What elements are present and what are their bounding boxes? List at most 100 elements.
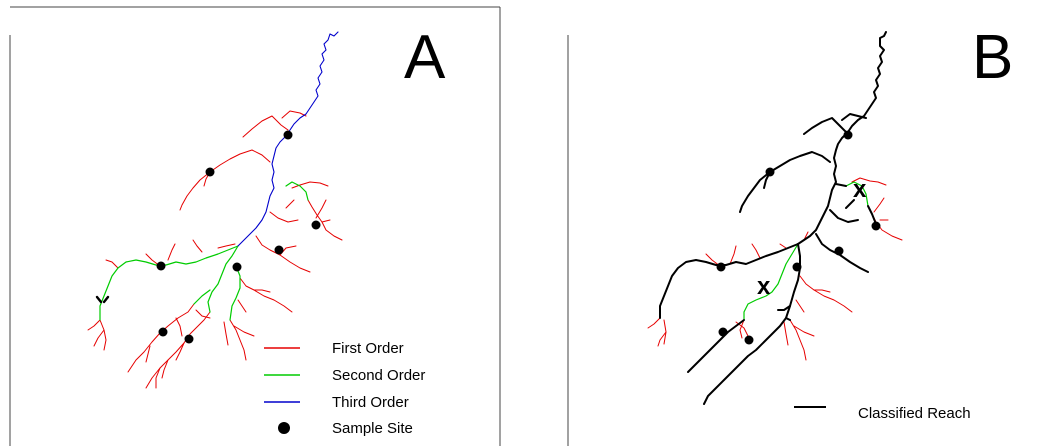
- stream-segment: [99, 245, 239, 321]
- stream-segment: [237, 31, 339, 247]
- stream-segment: [315, 199, 327, 219]
- stream-segment: [99, 319, 107, 351]
- stream-segment: [229, 319, 247, 361]
- stream-segment: [873, 197, 885, 213]
- classified-reach: [739, 151, 831, 213]
- stream-segment: [242, 115, 289, 138]
- sample-site: [311, 220, 321, 230]
- sample-site: [871, 221, 881, 231]
- panel-a-first-order-streams: [87, 110, 343, 389]
- classified-reach: [829, 209, 859, 223]
- classified-reach: [803, 117, 849, 135]
- sample-site: [205, 167, 215, 177]
- panel-b-unclassified-second-order: [743, 181, 869, 321]
- sample-site: [232, 262, 242, 272]
- panel-a-third-order-streams: [237, 31, 339, 247]
- stream-segment: [93, 329, 105, 347]
- mark-stroke: [102, 295, 110, 304]
- stream-segment: [217, 243, 236, 249]
- sample-site: [274, 245, 284, 255]
- stream-segment: [207, 245, 239, 313]
- stream-segment: [657, 331, 667, 347]
- stream-segment: [307, 199, 343, 241]
- stream-segment: [751, 243, 761, 259]
- stream-segment: [145, 345, 151, 363]
- stream-segment: [192, 239, 203, 253]
- stream-segment: [813, 289, 831, 293]
- stream-segment: [739, 319, 745, 339]
- stream-segment: [285, 199, 295, 209]
- stream-segment: [175, 317, 183, 337]
- sample-site: [834, 246, 844, 256]
- stream-segment: [291, 181, 329, 189]
- stream-segment: [281, 110, 307, 119]
- legend-sample-site-label: Sample Site: [332, 420, 413, 437]
- panel-b: B: [567, 23, 1013, 446]
- legend-b: Classified Reach: [794, 405, 971, 422]
- stream-segment: [793, 325, 815, 337]
- legend-a: First Order Second Order Third Order Sam…: [264, 340, 425, 437]
- legend-third-order-label: Third Order: [332, 394, 409, 411]
- stream-segment: [795, 299, 805, 313]
- panel-a-sample-sites: [156, 130, 321, 344]
- stream-segment: [179, 149, 271, 211]
- sample-site: [158, 327, 168, 337]
- excluded-site-mark: x: [853, 176, 867, 203]
- legend-first-order-label: First Order: [332, 340, 404, 357]
- stream-segment: [127, 303, 195, 373]
- stream-segment: [729, 245, 737, 265]
- legend-sample-site-swatch: [278, 422, 290, 434]
- stream-segment: [255, 235, 311, 273]
- sample-site: [283, 130, 293, 140]
- stream-segment: [105, 259, 119, 269]
- sample-site: [744, 335, 754, 345]
- sample-site: [843, 130, 853, 140]
- stream-segment: [229, 265, 241, 321]
- sample-site: [156, 261, 166, 271]
- stream-segment: [647, 317, 661, 329]
- sample-site: [792, 262, 802, 272]
- stream-segment: [269, 211, 299, 223]
- panel-a: A: [9, 6, 501, 446]
- panel-a-clipped-mark: [95, 295, 110, 304]
- stream-segment: [233, 325, 255, 337]
- legend-classified-reach-label: Classified Reach: [858, 405, 971, 422]
- sample-site: [718, 327, 728, 337]
- stream-segment: [783, 321, 789, 346]
- stream-segment: [145, 311, 211, 389]
- stream-segment: [87, 319, 101, 331]
- panel-b-sample-sites: [716, 130, 881, 345]
- sample-site: [716, 262, 726, 272]
- stream-segment: [845, 181, 869, 207]
- classified-reach: [703, 243, 801, 405]
- classified-reach: [777, 305, 791, 311]
- stream-segment: [223, 321, 229, 346]
- sample-site: [765, 167, 775, 177]
- stream-segment: [193, 289, 211, 305]
- stream-segment: [155, 367, 161, 389]
- stream-segment: [195, 309, 211, 319]
- stream-segment: [167, 243, 176, 261]
- stream-segment: [239, 277, 293, 313]
- legend-second-order-label: Second Order: [332, 367, 425, 384]
- classified-reach: [785, 317, 791, 321]
- classified-reach: [797, 31, 887, 245]
- stream-segment: [789, 319, 807, 361]
- stream-segment: [237, 299, 247, 313]
- classified-reach: [687, 319, 745, 373]
- stream-segment: [851, 177, 887, 186]
- classified-reach: [659, 243, 799, 319]
- mark-stroke: [95, 295, 103, 304]
- sample-site: [184, 334, 194, 344]
- stream-segment: [743, 243, 799, 321]
- panel-b-letter: B: [972, 23, 1013, 92]
- stream-segment: [779, 243, 787, 249]
- classified-reach: [835, 183, 847, 187]
- classified-reach: [845, 199, 855, 209]
- panel-b-classified-reaches: [659, 31, 887, 405]
- excluded-site-mark: x: [757, 273, 771, 300]
- stream-segment: [321, 219, 331, 223]
- stream-segment: [161, 359, 169, 379]
- stream-segment: [253, 289, 271, 293]
